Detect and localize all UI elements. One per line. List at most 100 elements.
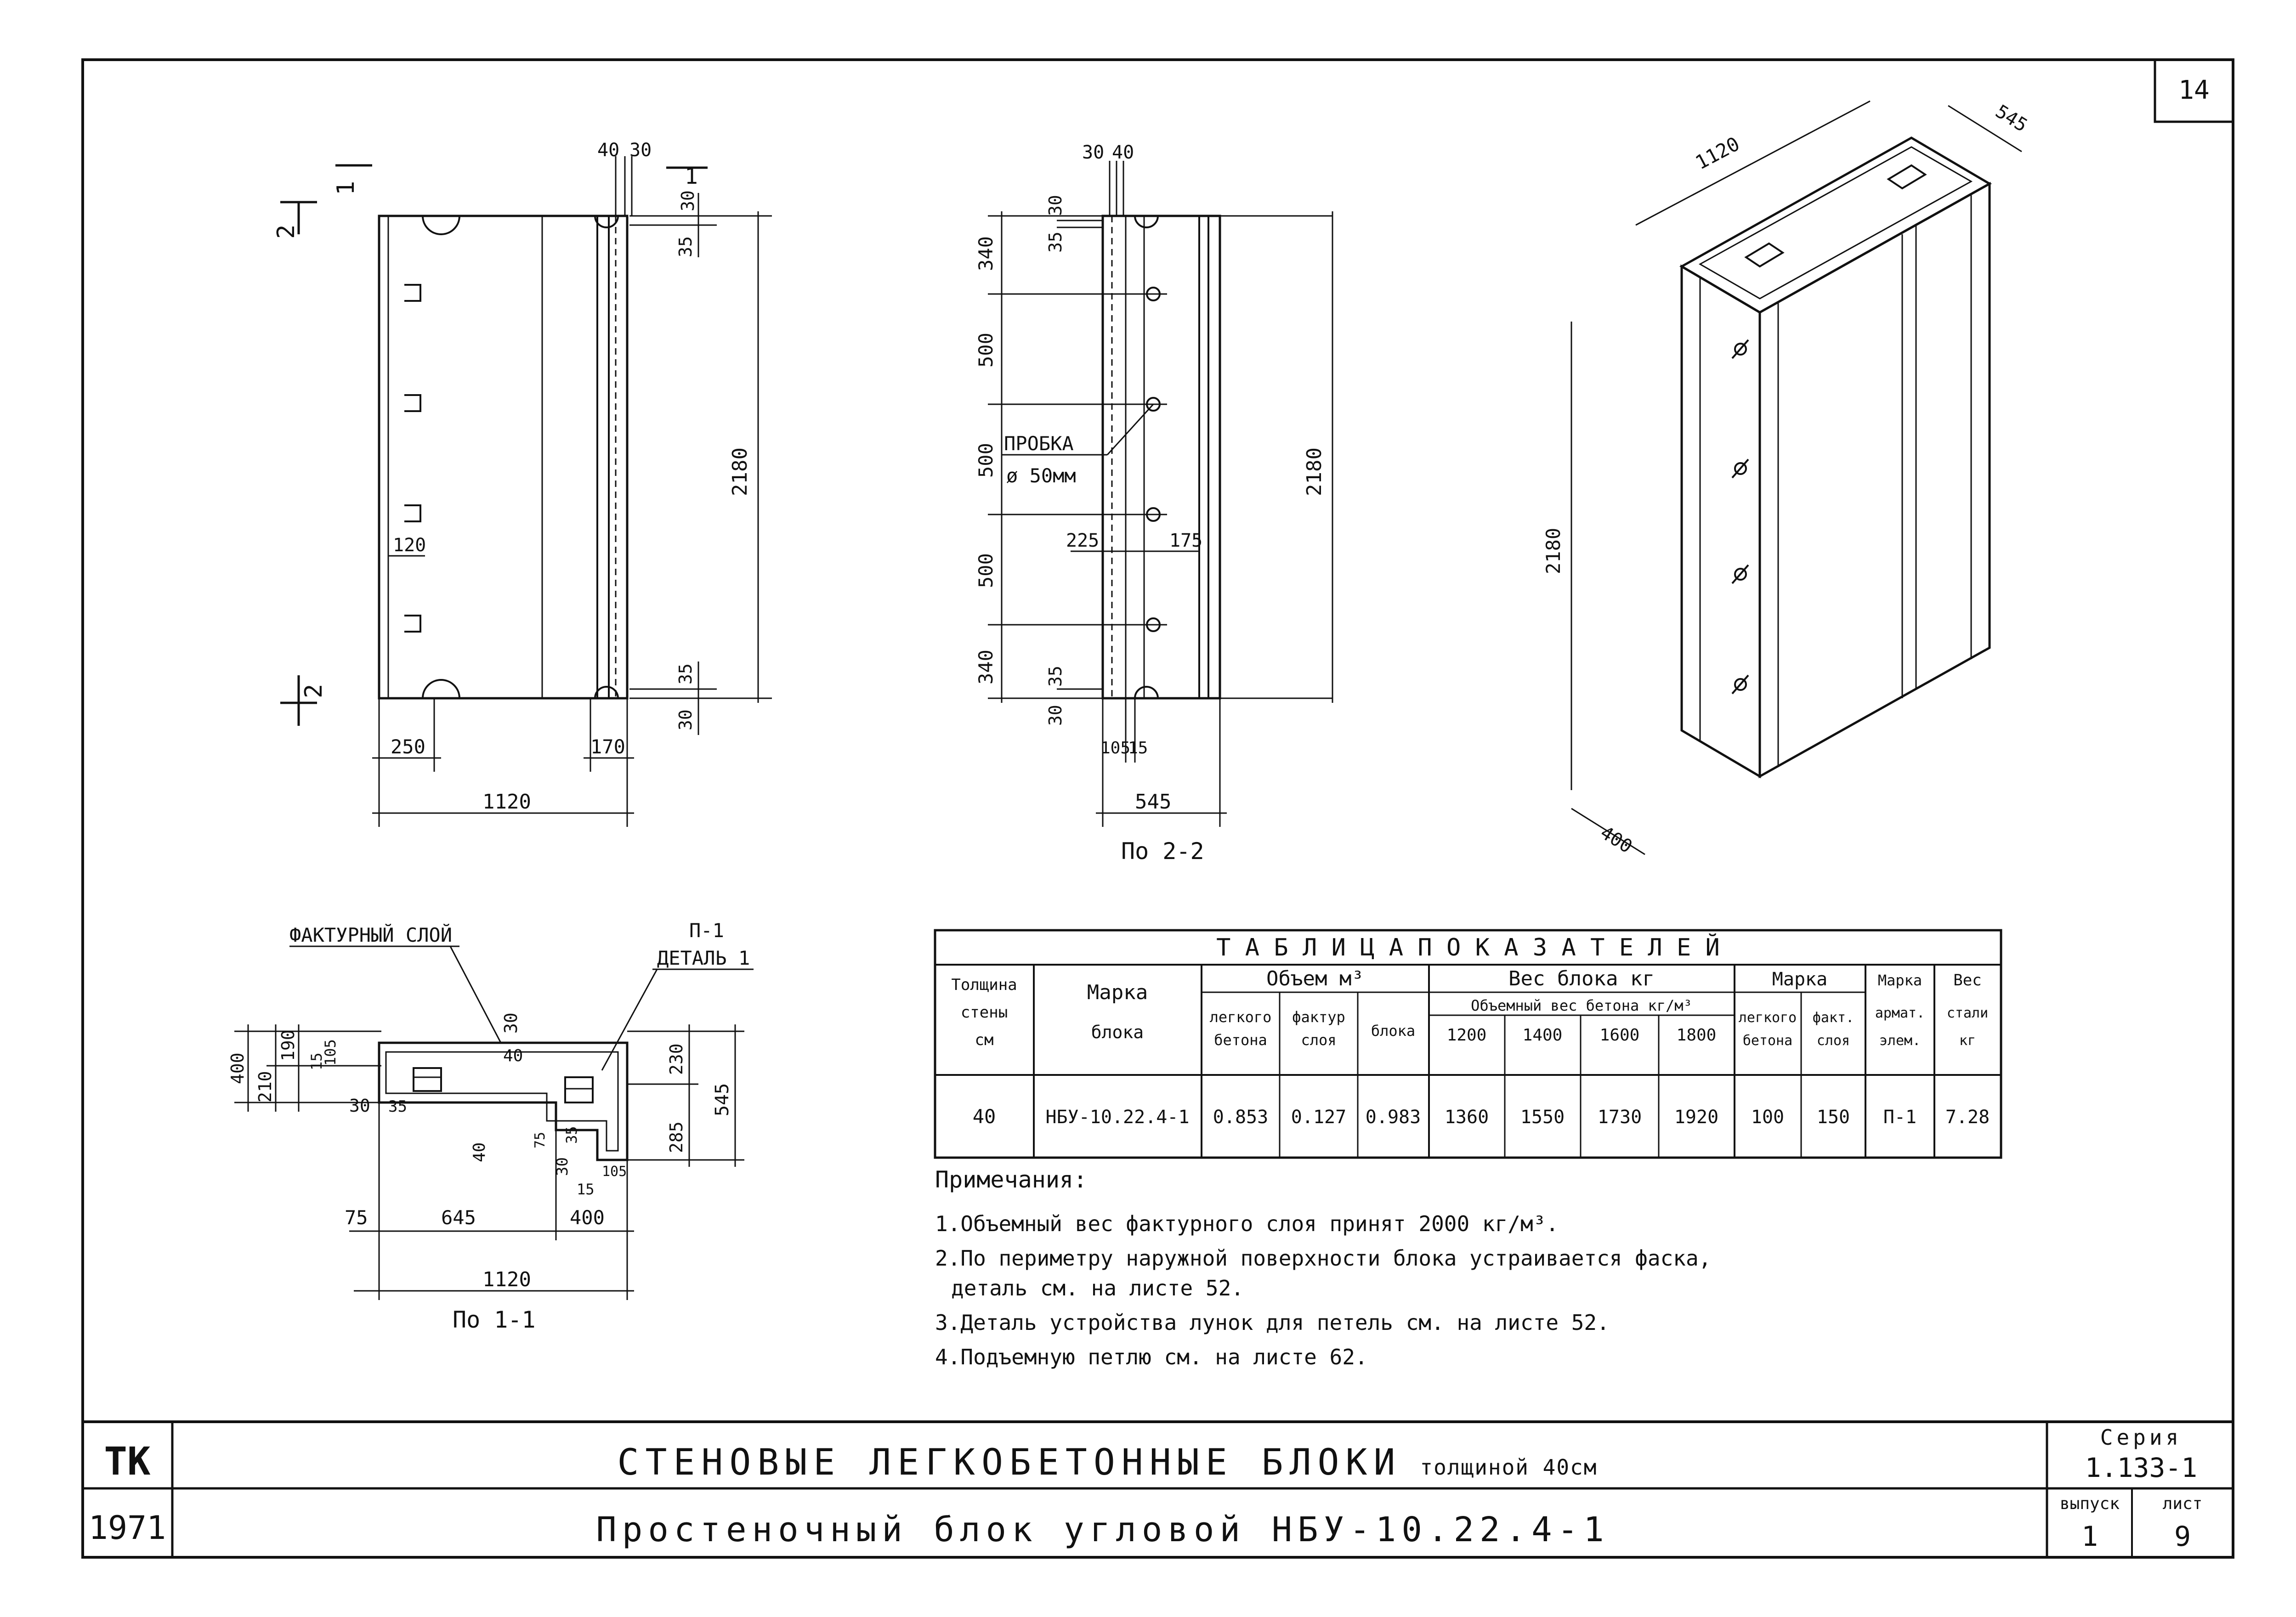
dim-plan-bot-75: 75 [532,1132,548,1148]
hdr-weight: Вес блока кг [1508,967,1655,990]
dim-s22-500-c: 500 [975,553,997,588]
note-2-cont: деталь см. на листе 52. [951,1276,1244,1300]
dim-front-right-30-bot: 30 [675,709,696,730]
dim-plan-right-230: 230 [666,1043,686,1075]
dim-plan-in-35: 35 [388,1097,407,1116]
cell-marka-fakt: 150 [1817,1107,1850,1128]
cell-w-1800: 1920 [1674,1107,1718,1128]
dim-plan-left-190: 190 [278,1029,298,1061]
title-main-small: толщиной 40см [1420,1455,1597,1480]
cell-mark: НБУ-10.22.4-1 [1045,1107,1189,1128]
table-title: Т А Б Л И Ц А П О К А З А Т Е Л Е Й [1216,933,1720,961]
dim-s22-105: 105 [1100,739,1130,758]
cell-arm: П-1 [1883,1107,1916,1128]
hdr-thickness-3: см [975,1031,994,1049]
title-block: ТК 1971 СТЕНОВЫЕ ЛЕГКОБЕТОННЫЕ БЛОКИ толщ… [83,1420,2233,1557]
section-mark-1-top: 1 [332,181,360,195]
dim-plan-400: 400 [570,1206,605,1229]
hdr-steel-1: Вес [1953,971,1981,989]
dim-s22-500-b: 500 [975,443,997,478]
dim-s22-height: 2180 [1303,447,1326,496]
hdr-thickness-1: Толщина [951,976,1017,994]
cell-w-1400: 1550 [1520,1107,1565,1128]
plan-1-1-view: ФАКТУРНЫЙ СЛОЙ П-1 ДЕТАЛЬ 1 400 210 190 … [227,919,754,1333]
dim-plan-in-30: 30 [349,1096,370,1116]
dim-s22-340-bot: 340 [975,650,997,684]
dim-front-right-30: 30 [678,190,698,211]
dim-iso-depth: 545 [1992,101,2031,136]
dim-plan-width: 1120 [482,1268,531,1291]
title-sub: Простеночный блок угловой НБУ-10.22.4-1 [596,1510,1610,1549]
sheet-label: лист [2163,1494,2203,1513]
note-4: 4.Подъемную петлю см. на листе 62. [935,1345,1368,1369]
dim-plan-left-400: 400 [227,1052,248,1084]
sheet-number: 14 [2178,75,2209,105]
dim-s22-side-30: 30 [1045,195,1066,216]
sheet-value: 9 [2174,1521,2191,1553]
series-label: Серия [2100,1425,2182,1450]
dim-front-width: 1120 [482,790,531,814]
dim-front-250: 250 [391,735,425,758]
cell-marka-light: 100 [1751,1107,1784,1128]
section-mark-2-bottom: 2 [300,684,328,698]
org-code: ТК [104,1439,151,1484]
hdr-mark-1: Марка [1087,981,1148,1004]
dim-s22-500-a: 500 [975,333,997,368]
dim-plan-top-30: 30 [501,1012,521,1034]
dim-front-height: 2180 [728,447,752,496]
hdr-vol-block: блока [1371,1022,1415,1040]
cell-vol-light: 0.853 [1213,1107,1268,1128]
sheet-frame [81,58,2234,1559]
dim-plan-right-285: 285 [666,1121,686,1153]
cell-vol-block: 0.983 [1366,1107,1421,1128]
sheet-number-box [2154,58,2234,123]
dim-front-right-35-top: 35 [675,236,696,257]
section-mark-2-top: 2 [272,225,300,239]
cell-w-1600: 1730 [1598,1107,1642,1128]
cell-w-1200: 1360 [1445,1107,1489,1128]
cell-thickness: 40 [973,1105,996,1128]
label-facing-layer: ФАКТУРНЫЙ СЛОЙ [289,923,452,946]
dim-plan-left-15: 15 [308,1052,325,1070]
plug-label: ПРОБКА [1004,432,1074,455]
hdr-vol-light-1: легкого [1210,1008,1272,1026]
dim-front-170: 170 [590,735,625,758]
series-value: 1.133-1 [2085,1452,2197,1483]
hdr-arm-3: элем. [1879,1033,1921,1049]
dim-plan-bot-35: 35 [563,1126,580,1144]
hdr-marka-fakt-1: факт. [1813,1010,1854,1026]
label-detail-1: ДЕТАЛЬ 1 [657,947,750,969]
front-view: 2 1 2 1 40 30 30 35 35 30 2180 120 [272,140,772,827]
dim-plan-right-545: 545 [712,1083,733,1116]
hdr-weight-1600: 1600 [1600,1026,1640,1045]
dim-s22-side-35: 35 [1045,232,1066,253]
cell-vol-fakt: 0.127 [1291,1107,1346,1128]
title-main-text: СТЕНОВЫЕ ЛЕГКОБЕТОННЫЕ БЛОКИ [618,1442,1402,1483]
hdr-arm-1: Марка [1878,972,1922,989]
hdr-mark-2: блока [1091,1022,1144,1042]
dim-s22-bot-30: 30 [1045,705,1066,726]
cell-steel: 7.28 [1945,1107,1990,1128]
dim-plan-bot-105: 105 [602,1164,627,1180]
dim-plan-top-40: 40 [503,1046,523,1065]
section-2-2-caption: По 2-2 [1121,838,1204,865]
isometric-view: 1120 545 2180 400 [1542,100,2031,858]
hdr-marka-fakt-2: слоя [1817,1033,1850,1049]
hdr-thickness-2: стены [961,1003,1008,1022]
dim-s22-175: 175 [1169,530,1202,551]
issue-value: 1 [2081,1521,2098,1553]
hdr-marka: Марка [1772,969,1827,990]
note-2: 2.По периметру наружной поверхности блок… [935,1246,1711,1271]
hdr-steel-2: стали [1947,1005,1988,1021]
hdr-marka-light-1: легкого [1739,1010,1797,1026]
dim-plan-left-210: 210 [255,1071,275,1102]
dim-front-right-35-bot: 35 [675,663,696,684]
dim-s22-top-40: 40 [1112,142,1134,163]
year: 1971 [89,1509,166,1547]
dim-plan-bot-40: 40 [470,1142,489,1162]
note-3: 3.Деталь устройства лунок для петель см.… [935,1310,1610,1335]
plan-1-1-caption: По 1-1 [453,1306,536,1333]
hdr-weight-sub: Объемный вес бетона кг/м³ [1471,997,1692,1014]
dim-s22-15: 15 [1128,739,1148,758]
